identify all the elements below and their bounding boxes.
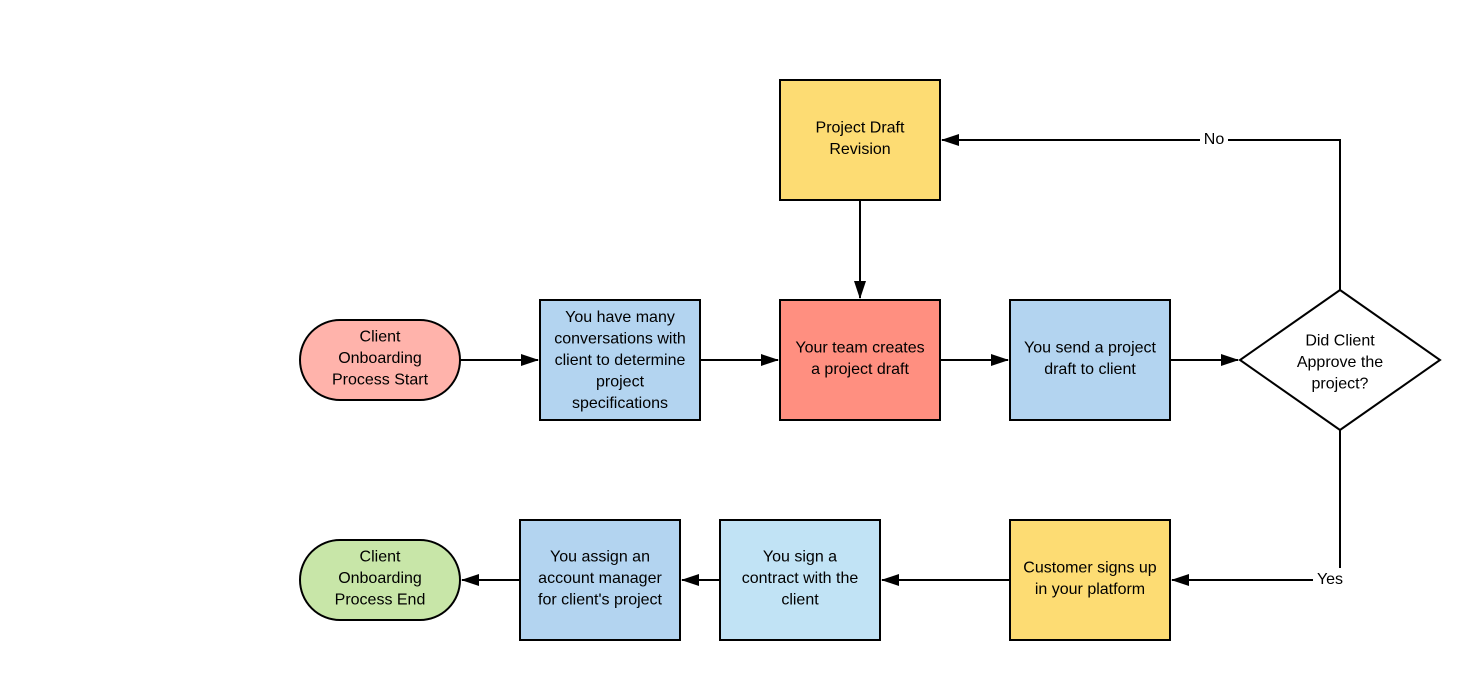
node-end-shape — [299, 539, 461, 621]
edge-label-no: No — [1200, 129, 1228, 149]
manager-label-line: for client's project — [538, 592, 663, 609]
draft-label-line: Your team creates — [795, 339, 924, 356]
conversations-label-line: conversations with — [554, 331, 686, 348]
edge-decision-to-signup — [1171, 430, 1341, 586]
draft-label-line: a project draft — [811, 361, 909, 378]
edge-label-no-text: No — [1204, 131, 1225, 148]
manager-label-line: account manager — [538, 570, 662, 587]
manager-label-line: You assign an — [550, 549, 650, 566]
send-label-line: You send a project — [1024, 339, 1157, 356]
signup-label-line: Customer signs up — [1023, 559, 1156, 576]
node-draft[interactable]: Your team creates a project draft — [779, 299, 941, 421]
node-revision-shape — [779, 79, 941, 201]
edge-decision-to-revision — [941, 134, 1341, 290]
node-signup-shape — [1009, 519, 1171, 641]
conversations-label-line: You have many — [565, 309, 675, 326]
edge-label-yes: Yes — [1313, 568, 1347, 588]
revision-label-line: Project Draft — [816, 119, 905, 136]
end-label-line: Process End — [335, 592, 426, 609]
decision-label-line: Approve the — [1297, 354, 1383, 371]
end-label-line: Onboarding — [338, 570, 422, 587]
node-draft-shape — [779, 299, 941, 421]
node-start-shape — [299, 319, 461, 401]
conversations-label-line: specifications — [572, 395, 668, 412]
decision-label-line: project? — [1312, 376, 1369, 393]
node-send-text: You send a project draft to client — [1024, 339, 1157, 378]
start-label-line: Client — [360, 329, 401, 346]
node-signup[interactable]: Customer signs up in your platform — [1009, 519, 1171, 641]
node-send[interactable]: You send a project draft to client — [1009, 299, 1171, 421]
start-label-line: Process Start — [332, 372, 429, 389]
node-conversations-shape — [539, 299, 701, 421]
signup-label-line: in your platform — [1035, 581, 1145, 598]
send-label-line: draft to client — [1044, 361, 1136, 378]
end-label-line: Client — [360, 549, 401, 566]
decision-label-line: Did Client — [1305, 333, 1375, 350]
contract-label-line: You sign a — [763, 549, 837, 566]
node-manager[interactable]: You assign an account manager for client's… — [519, 519, 681, 641]
conversations-label-line: project — [596, 374, 645, 391]
node-send-shape — [1009, 299, 1171, 421]
start-label-line: Onboarding — [338, 350, 422, 367]
edge-label-yes-text: Yes — [1317, 571, 1343, 588]
contract-label-line: contract with the — [742, 570, 859, 587]
node-contract-text: You sign a contract with the client — [742, 549, 859, 609]
node-conversations[interactable]: You have many conversations with client to… — [539, 299, 701, 421]
node-manager-shape — [519, 519, 681, 641]
conversations-label-line: client to determine — [555, 352, 686, 369]
node-contract-shape — [719, 519, 881, 641]
node-conversations-text: You have many conversations with client to… — [554, 309, 686, 412]
node-manager-text: You assign an account manager for client's… — [538, 549, 663, 609]
contract-label-line: client — [781, 592, 819, 609]
node-contract[interactable]: You sign a contract with the client — [719, 519, 881, 641]
node-decision-shape — [1238, 288, 1442, 432]
revision-label-line: Revision — [829, 141, 890, 158]
node-draft-text: Your team creates a project draft — [795, 339, 924, 378]
node-signup-text: Customer signs up in your platform — [1023, 559, 1156, 598]
